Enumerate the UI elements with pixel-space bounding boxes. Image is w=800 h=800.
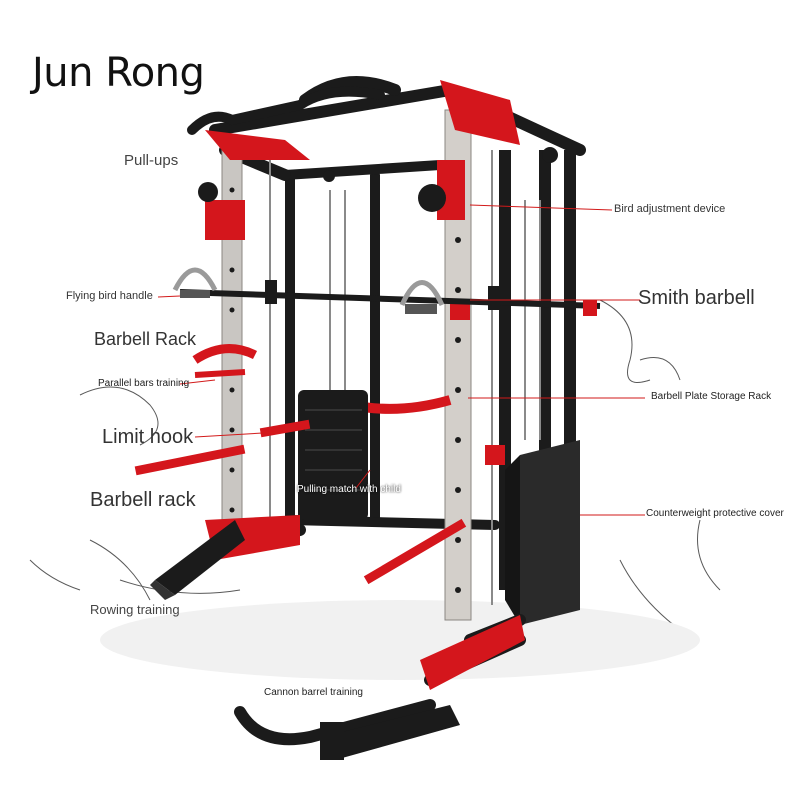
counterweight-cover [505, 440, 580, 625]
flying-bird-handles [172, 267, 445, 307]
label-pull-ups: Pull-ups [124, 152, 179, 169]
label-smith-barbell: Smith barbell [638, 287, 755, 309]
label-rowing: Rowing training [90, 602, 180, 617]
smith-barbell [179, 280, 601, 316]
leader-lines [157, 204, 645, 516]
rowing-attachment [150, 520, 245, 600]
decorative-scribbles [29, 299, 721, 631]
label-bird-adjustment: Bird adjustment device [614, 203, 726, 215]
label-cannon-barrel: Cannon barrel training [264, 687, 363, 698]
limit-hooks [134, 419, 467, 585]
cables [269, 150, 541, 605]
label-limit-hook: Limit hook [102, 426, 194, 448]
label-counterweight-cover: Counterweight protective cover [646, 508, 784, 519]
label-barbell-rack-lower: Barbell rack [90, 489, 196, 511]
pull-up-bar [187, 86, 385, 135]
label-pulling-match: Pulling match with child [297, 484, 401, 495]
weight-stack [298, 390, 368, 520]
pulleys [198, 147, 558, 212]
floor-shadow [100, 600, 700, 680]
label-barbell-rack-upper: Barbell Rack [94, 329, 197, 349]
cannon-barrel-attachment [234, 699, 460, 760]
label-plate-storage: Barbell Plate Storage Rack [651, 391, 772, 402]
brand-logo: Jun Rong [32, 50, 205, 96]
label-flying-bird-handle: Flying bird handle [66, 290, 153, 302]
parallel-bars [192, 344, 258, 364]
upright-holes [229, 187, 461, 593]
red-plates [205, 80, 520, 465]
label-parallel-bars: Parallel bars training [98, 378, 190, 389]
